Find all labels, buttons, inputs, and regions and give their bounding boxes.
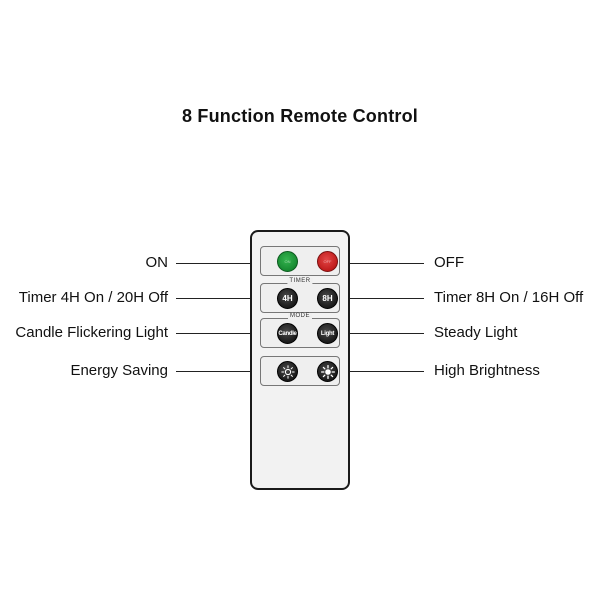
off-button[interactable]: OFF: [317, 251, 338, 272]
label-energy-saving: Energy Saving: [70, 362, 168, 379]
candle-button-label: Candle: [278, 330, 297, 337]
leader-line-off: [330, 263, 424, 264]
timer-8h-button[interactable]: 8H: [317, 288, 338, 309]
label-steady: Steady Light: [434, 324, 518, 341]
on-button-label: ON: [284, 259, 291, 264]
leader-line-steady: [330, 333, 424, 334]
light-button-label: Light: [320, 330, 335, 337]
label-on: ON: [145, 254, 169, 271]
leader-line-on: [176, 263, 270, 264]
dim-sun-icon: [280, 364, 295, 379]
off-button-label: OFF: [323, 259, 332, 264]
leader-line-energy: [176, 371, 270, 372]
power-panel: ON OFF: [260, 246, 340, 276]
mode-caption: MODE: [288, 313, 312, 319]
candle-button[interactable]: Candle: [277, 323, 298, 344]
timer-4h-button[interactable]: 4H: [277, 288, 298, 309]
brightness-panel: [260, 356, 340, 386]
label-timer-4h: Timer 4H On / 20H Off: [18, 289, 168, 306]
high-brightness-button[interactable]: [317, 361, 338, 382]
diagram-title: 8 Function Remote Control: [182, 106, 418, 126]
light-button[interactable]: Light: [317, 323, 338, 344]
timer-8h-button-label: 8H: [322, 294, 333, 303]
label-candle: Candle Flickering Light: [15, 324, 168, 341]
energy-saving-button[interactable]: [277, 361, 298, 382]
mode-panel: MODE Candle Light: [260, 313, 340, 348]
on-button[interactable]: ON: [277, 251, 298, 272]
label-high-brightness: High Brightness: [434, 362, 540, 379]
timer-4h-button-label: 4H: [282, 294, 293, 303]
leader-line-timer-8h: [330, 298, 424, 299]
timer-caption: TIMER: [287, 278, 313, 284]
leader-line-candle: [176, 333, 270, 334]
leader-line-high: [330, 371, 424, 372]
leader-line-timer-4h: [176, 298, 270, 299]
bright-sun-icon: [320, 364, 335, 379]
label-off: OFF: [434, 254, 464, 271]
remote-control: ON OFF TIMER 4H 8H MODE Candle Light: [250, 230, 350, 490]
timer-panel: TIMER 4H 8H: [260, 278, 340, 313]
label-timer-8h: Timer 8H On / 16H Off: [434, 289, 584, 306]
